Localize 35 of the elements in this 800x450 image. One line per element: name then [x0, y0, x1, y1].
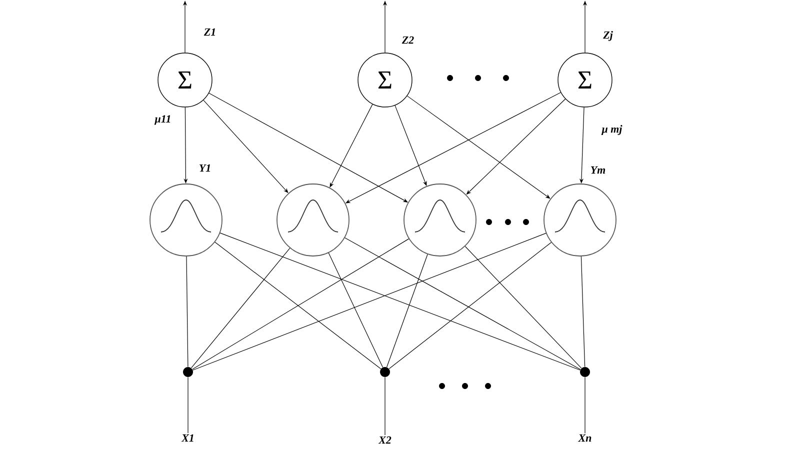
- input-dot: [580, 367, 590, 377]
- gaussian-neuron: [544, 184, 616, 256]
- connector: [406, 96, 550, 199]
- edge-label: μ mj: [601, 125, 622, 135]
- connector: [386, 254, 428, 368]
- connector: [186, 256, 188, 368]
- connector: [192, 232, 546, 370]
- neuron-label: Ym: [590, 166, 606, 174]
- gaussian-neuron: [150, 184, 222, 256]
- connector: [344, 237, 581, 370]
- input-label: X2: [378, 436, 392, 444]
- edge-label: Z2: [402, 36, 414, 44]
- edge-label: Zj: [603, 31, 613, 41]
- sum-neuron: Σ: [558, 52, 612, 108]
- connector: [220, 232, 580, 370]
- sum-neuron: Σ: [358, 52, 412, 108]
- connector: [192, 238, 410, 370]
- edge-label: Z1: [204, 28, 215, 36]
- connector: [584, 376, 586, 434]
- input-label: X1: [181, 434, 194, 442]
- connector: [384, 376, 386, 436]
- connector: [388, 242, 552, 370]
- gaussian-neuron: [276, 184, 350, 256]
- gaussian-neuron: [404, 184, 476, 256]
- sum-neuron: Σ: [158, 52, 212, 108]
- input-dot: [183, 367, 193, 377]
- connector: [580, 256, 586, 368]
- connector: [214, 242, 382, 370]
- connector: [191, 248, 290, 368]
- connector: [328, 252, 384, 368]
- connector: [464, 246, 582, 369]
- neuron-label: Y1: [199, 164, 210, 172]
- input-label: Xn: [578, 434, 592, 442]
- input-dot: [380, 367, 390, 377]
- edge-label: μ11: [154, 115, 170, 125]
